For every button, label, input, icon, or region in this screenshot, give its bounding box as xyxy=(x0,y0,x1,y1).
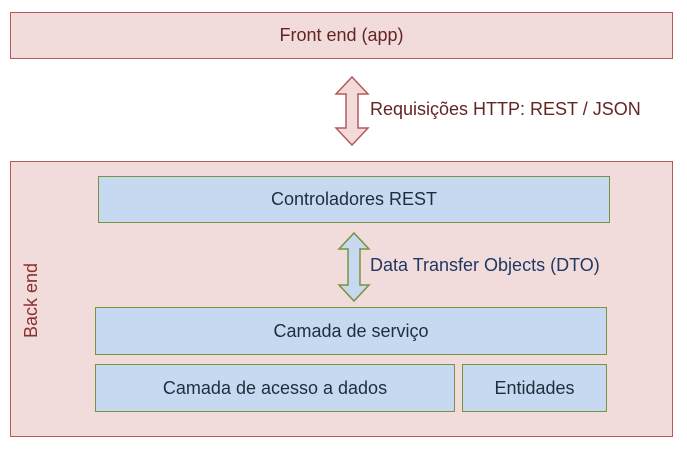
back-end-label: Back end xyxy=(21,262,41,338)
rest-controllers-box: Controladores REST xyxy=(98,176,610,223)
rest-controllers-label: Controladores REST xyxy=(270,189,438,209)
http-double-arrow-icon xyxy=(334,75,370,147)
service-layer-box: Camada de serviço xyxy=(95,307,607,355)
data-access-layer-label: Camada de acesso a dados xyxy=(162,377,388,398)
data-access-layer-box: Camada de acesso a dados xyxy=(95,364,455,412)
entities-box: Entidades xyxy=(462,364,607,412)
dto-double-arrow-icon xyxy=(337,231,371,303)
front-end-box: Front end (app) xyxy=(10,12,673,59)
http-requests-label: Requisições HTTP: REST / JSON xyxy=(370,99,641,119)
service-layer-label: Camada de serviço xyxy=(273,320,429,341)
dto-label: Data Transfer Objects (DTO) xyxy=(370,255,600,275)
entities-label: Entidades xyxy=(494,377,575,398)
front-end-label: Front end (app) xyxy=(279,25,404,45)
